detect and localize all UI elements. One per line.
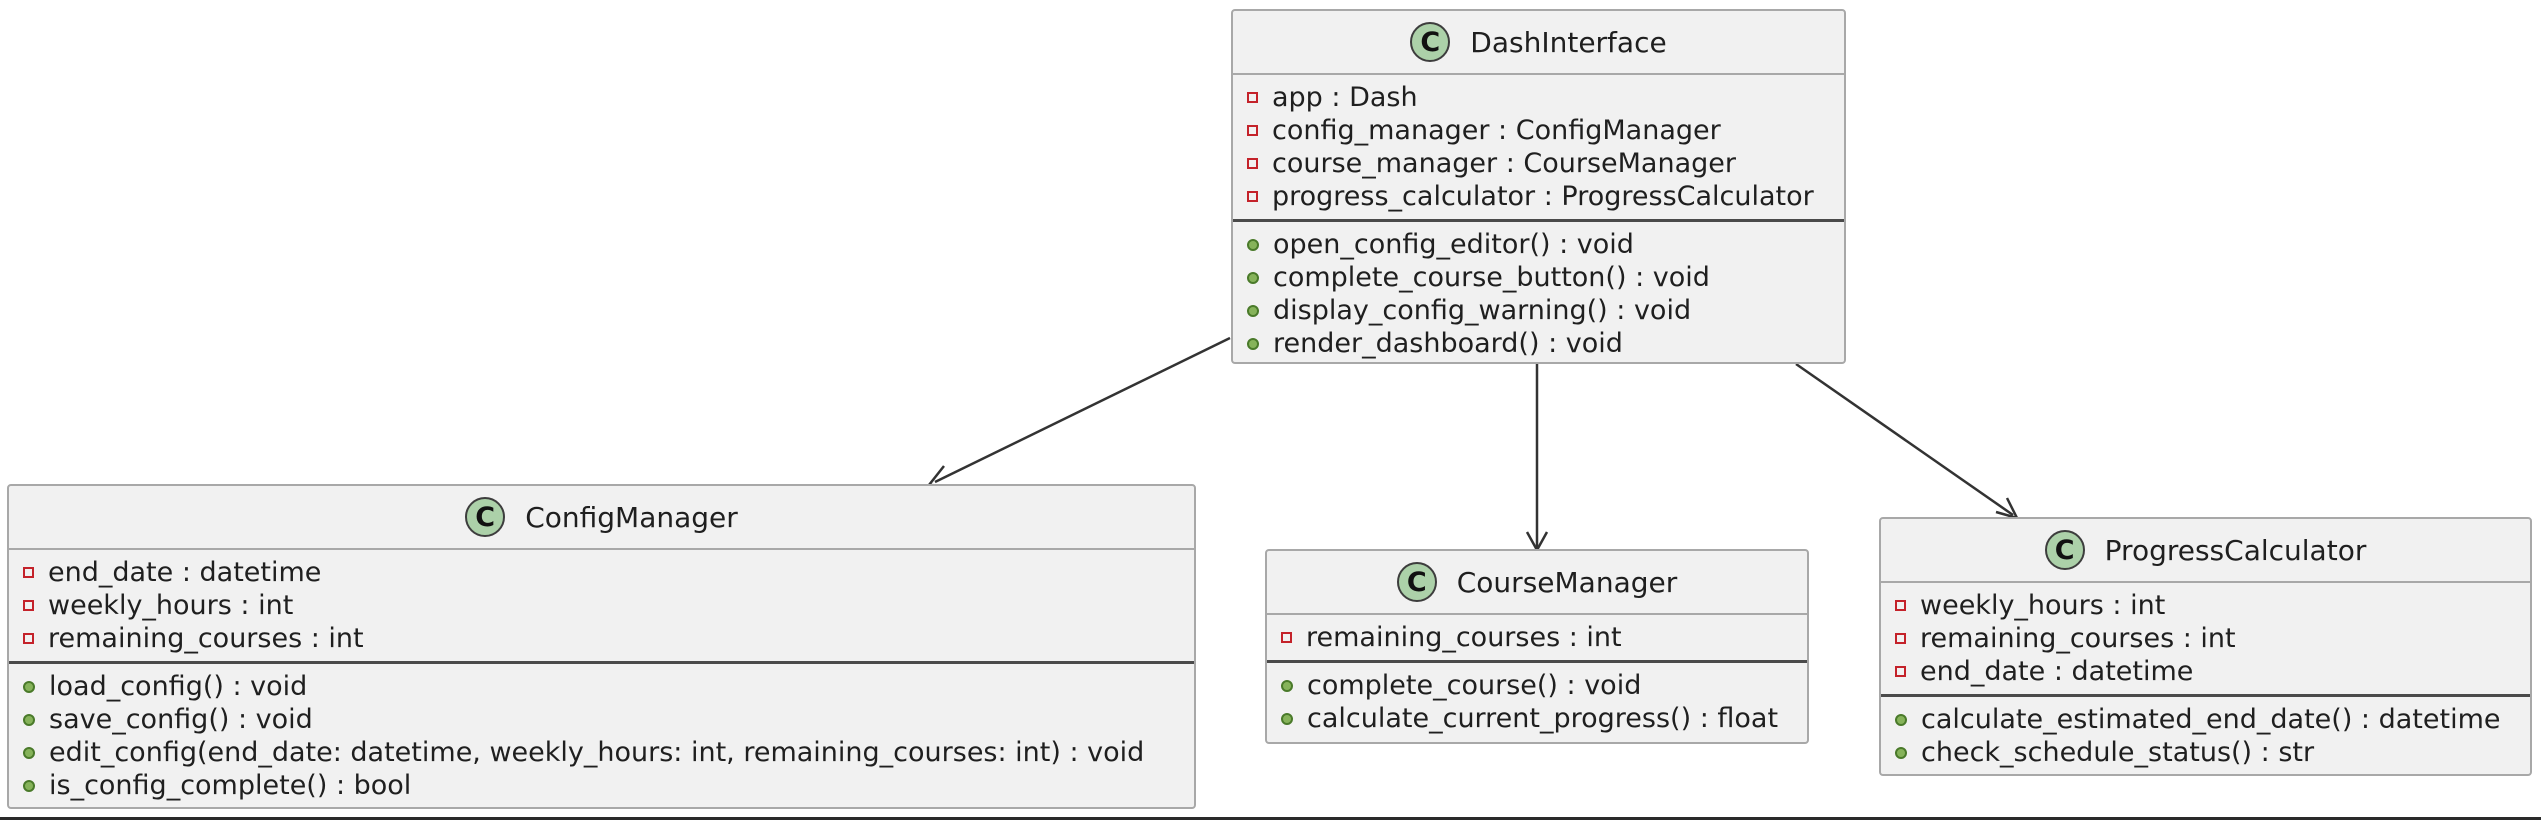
attributes-section: end_date : datetime weekly_hours : int r… (9, 548, 1194, 661)
method: complete_course() : void (1267, 669, 1807, 702)
edge-dash-to-course (1525, 364, 1549, 553)
public-marker-icon (1281, 712, 1293, 725)
method: display_config_warning() : void (1233, 294, 1844, 327)
class-configmanager[interactable]: C ConfigManager end_date : datetime week… (7, 484, 1196, 809)
class-header: C CourseManager (1267, 551, 1807, 613)
class-c-icon: C (1396, 562, 1437, 602)
private-marker-icon (1895, 666, 1906, 677)
class-name: ProgressCalculator (2104, 533, 2367, 567)
public-marker-icon (1247, 304, 1259, 317)
class-dashinterface[interactable]: C DashInterface app : Dash config_manage… (1231, 9, 1846, 364)
class-name: DashInterface (1470, 25, 1667, 59)
attribute: remaining_courses : int (1881, 622, 2530, 655)
attribute: remaining_courses : int (1267, 621, 1807, 654)
methods-section: calculate_estimated_end_date() : datetim… (1881, 694, 2530, 775)
class-c-icon: C (465, 497, 506, 537)
attributes-section: app : Dash config_manager : ConfigManage… (1233, 73, 1844, 219)
attributes-section: remaining_courses : int (1267, 613, 1807, 660)
attribute: end_date : datetime (1881, 655, 2530, 688)
attribute: remaining_courses : int (9, 622, 1194, 655)
public-marker-icon (1247, 238, 1259, 251)
class-header: C DashInterface (1233, 11, 1844, 73)
private-marker-icon (1247, 191, 1258, 202)
class-name: ConfigManager (525, 500, 738, 534)
method: check_schedule_status() : str (1881, 736, 2530, 769)
method: load_config() : void (9, 670, 1194, 703)
public-marker-icon (1895, 713, 1907, 726)
private-marker-icon (1281, 632, 1292, 643)
public-marker-icon (1281, 679, 1293, 692)
class-header: C ProgressCalculator (1881, 519, 2530, 581)
class-c-icon: C (1410, 22, 1451, 62)
private-marker-icon (1247, 92, 1258, 103)
private-marker-icon (1247, 158, 1258, 169)
public-marker-icon (1247, 337, 1259, 350)
attribute: app : Dash (1233, 81, 1844, 114)
method: is_config_complete() : bool (9, 769, 1194, 802)
methods-section: load_config() : void save_config() : voi… (9, 661, 1194, 808)
attributes-section: weekly_hours : int remaining_courses : i… (1881, 581, 2530, 694)
class-c-icon: C (2044, 530, 2085, 570)
methods-section: complete_course() : void calculate_curre… (1267, 660, 1807, 741)
attribute: end_date : datetime (9, 556, 1194, 589)
attribute: progress_calculator : ProgressCalculator (1233, 180, 1844, 213)
attribute: weekly_hours : int (9, 589, 1194, 622)
private-marker-icon (1247, 125, 1258, 136)
method: complete_course_button() : void (1233, 261, 1844, 294)
private-marker-icon (23, 633, 34, 644)
public-marker-icon (23, 746, 35, 759)
public-marker-icon (23, 779, 35, 792)
attribute: course_manager : CourseManager (1233, 147, 1844, 180)
class-header: C ConfigManager (9, 486, 1194, 548)
method: calculate_current_progress() : float (1267, 702, 1807, 735)
class-name: CourseManager (1456, 565, 1678, 599)
edge-dash-to-progress (1795, 362, 2020, 520)
public-marker-icon (23, 680, 35, 693)
method: render_dashboard() : void (1233, 327, 1844, 360)
public-marker-icon (1247, 271, 1259, 284)
bottom-divider (0, 817, 2541, 820)
method: calculate_estimated_end_date() : datetim… (1881, 703, 2530, 736)
edge-dash-to-config (926, 336, 1231, 488)
method: save_config() : void (9, 703, 1194, 736)
attribute: config_manager : ConfigManager (1233, 114, 1844, 147)
public-marker-icon (23, 713, 35, 726)
methods-section: open_config_editor() : void complete_cou… (1233, 219, 1844, 366)
method: open_config_editor() : void (1233, 228, 1844, 261)
private-marker-icon (1895, 600, 1906, 611)
private-marker-icon (1895, 633, 1906, 644)
attribute: weekly_hours : int (1881, 589, 2530, 622)
class-progresscalculator[interactable]: C ProgressCalculator weekly_hours : int … (1879, 517, 2532, 776)
method: edit_config(end_date: datetime, weekly_h… (9, 736, 1194, 769)
class-coursemanager[interactable]: C CourseManager remaining_courses : int … (1265, 549, 1809, 744)
private-marker-icon (23, 567, 34, 578)
public-marker-icon (1895, 746, 1907, 759)
private-marker-icon (23, 600, 34, 611)
